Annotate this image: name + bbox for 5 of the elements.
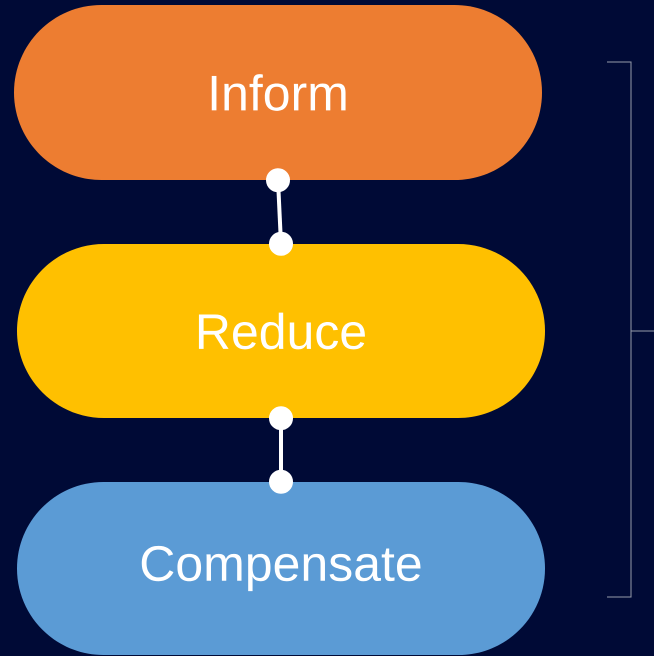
connector xyxy=(269,406,293,494)
step-pill: Reduce xyxy=(17,244,545,418)
step-pill: Inform xyxy=(14,5,542,180)
connector xyxy=(266,168,293,256)
step-pill: Compensate xyxy=(17,482,545,655)
